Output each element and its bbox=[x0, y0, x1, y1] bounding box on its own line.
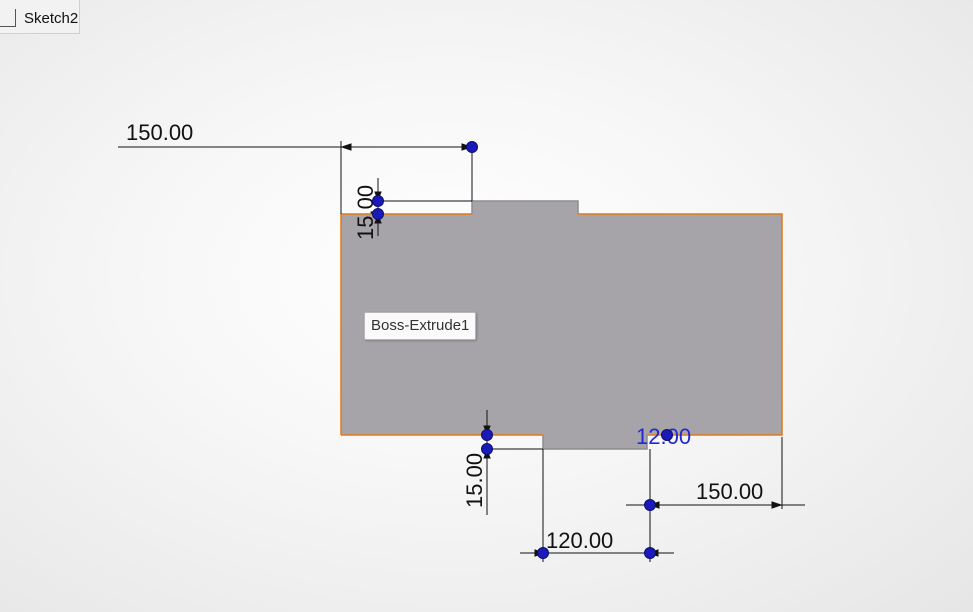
sketch-point-bottom-right[interactable] bbox=[644, 499, 656, 511]
feature-tree-tab[interactable]: Sketch2 bbox=[0, 0, 80, 34]
sketch-point-top-step-lower[interactable] bbox=[372, 208, 384, 220]
dimension-label-top-left[interactable]: 150.00 bbox=[126, 120, 193, 145]
sketch-label: Sketch2 bbox=[24, 10, 79, 27]
dimension-label-bottom-slot[interactable]: 120.00 bbox=[546, 528, 613, 553]
sketch-point-top-step-upper[interactable] bbox=[372, 195, 384, 207]
boss-step-edge[interactable] bbox=[471, 200, 579, 214]
dimension-label-bottom-right[interactable]: 150.00 bbox=[696, 479, 763, 504]
sketch-point-slot-left[interactable] bbox=[537, 547, 549, 559]
sketch-point-bottom-step-upper[interactable] bbox=[481, 429, 493, 441]
slot-step-edge[interactable] bbox=[542, 435, 648, 450]
sketch-point-bottom-step-lower[interactable] bbox=[481, 443, 493, 455]
sketch-point-active-dimension[interactable] bbox=[661, 429, 673, 441]
dimension-label-bottom-step[interactable]: 15.00 bbox=[462, 453, 487, 508]
outline-edge-top-right[interactable] bbox=[578, 213, 783, 436]
sketch-point-slot-right[interactable] bbox=[644, 547, 656, 559]
dimension-top-left-width[interactable] bbox=[118, 141, 473, 214]
feature-tooltip: Boss-Extrude1 bbox=[364, 312, 477, 340]
sketch-icon bbox=[0, 9, 16, 27]
boss-extrude-body[interactable] bbox=[341, 201, 782, 449]
sketch-point-top-boss[interactable] bbox=[466, 141, 478, 153]
